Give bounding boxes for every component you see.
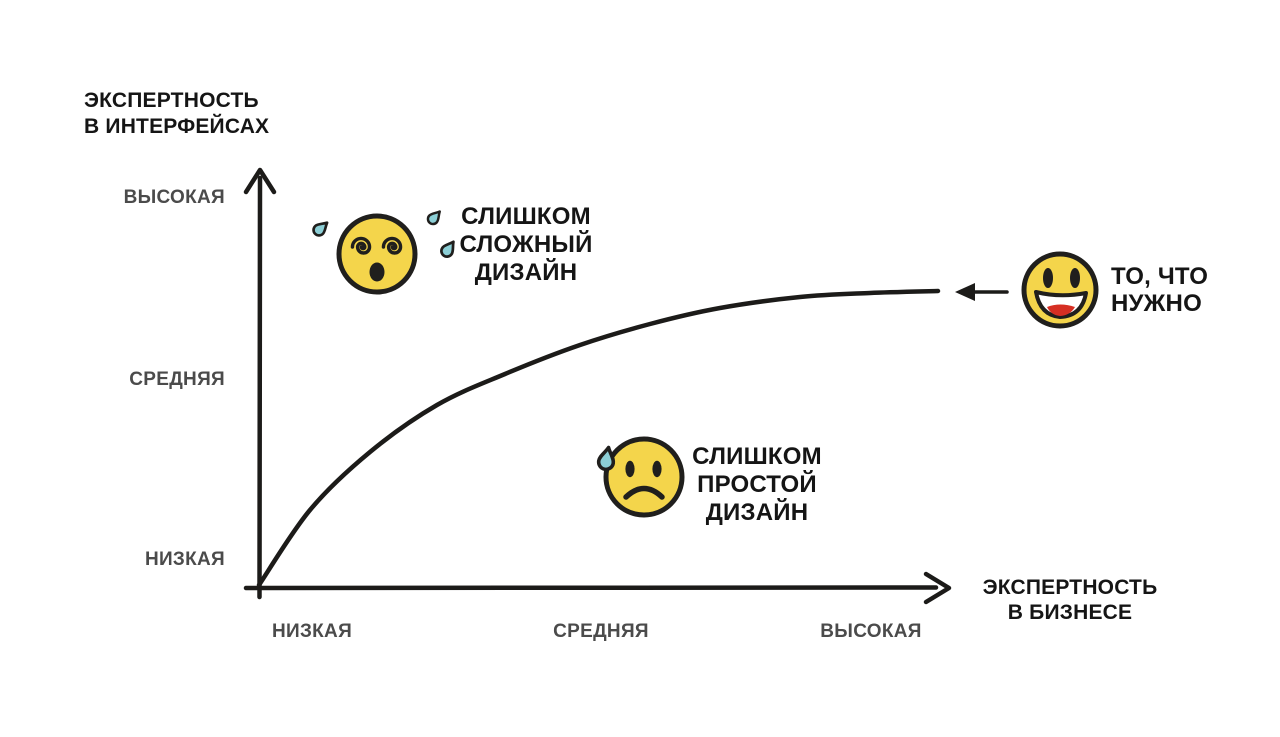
annotation-line: ДИЗАЙН	[474, 259, 578, 286]
y-tick-high: ВЫСОКАЯ	[123, 187, 225, 208]
annotation-line: НУЖНО	[1111, 290, 1202, 317]
spiral-eye	[381, 236, 403, 255]
expertise-curve	[256, 288, 941, 588]
open-smile-mouth	[1034, 290, 1088, 319]
tongue	[1047, 304, 1075, 316]
sweat-drop-icon	[440, 240, 455, 258]
sweat-drop-icon	[426, 210, 441, 226]
laughing-face-emoji	[1021, 251, 1099, 329]
annotation-just-right: ТО, ЧТО НУЖНО	[1111, 263, 1261, 317]
frown-mouth	[623, 485, 665, 500]
sweat-drop-icon	[596, 445, 616, 472]
y-tick-low: НИЗКАЯ	[144, 549, 225, 570]
x-axis-arrowhead	[923, 571, 952, 605]
open-mouth	[369, 262, 385, 282]
annotation-line: ДИЗАЙН	[705, 499, 809, 526]
annotation-line: ПРОСТОЙ	[697, 471, 817, 498]
x-tick-high: ВЫСОКАЯ	[820, 621, 922, 642]
y-axis-title: ЭКСПЕРТНОСТЬ В ИНТЕРФЕЙСАХ	[84, 88, 269, 140]
x-tick-low: НИЗКАЯ	[271, 621, 353, 642]
y-axis-title-line: В ИНТЕРФЕЙСАХ	[84, 115, 270, 138]
y-tick-medium: СРЕДНЯЯ	[129, 369, 225, 390]
pointer-arrow	[955, 283, 1009, 301]
x-axis-title-line: В БИЗНЕСЕ	[1007, 601, 1133, 624]
annotation-line: СЛИШКОМ	[692, 443, 822, 470]
eye	[1070, 268, 1080, 288]
y-axis-arrowhead	[243, 167, 277, 195]
x-axis-title: ЭКСПЕРТНОСТЬ В БИЗНЕСЕ	[960, 575, 1180, 625]
annotation-line: СЛИШКОМ	[461, 203, 591, 230]
x-tick-medium: СРЕДНЯЯ	[553, 621, 649, 642]
annotation-line: ТО, ЧТО	[1111, 263, 1209, 290]
eye	[1043, 268, 1053, 288]
eye	[652, 460, 662, 478]
annotation-too-complex: СЛИШКОМ СЛОЖНЫЙ ДИЗАЙН	[416, 203, 636, 287]
annotation-line: СЛОЖНЫЙ	[459, 231, 593, 258]
y-axis-title-line: ЭКСПЕРТНОСТЬ	[84, 89, 259, 112]
x-axis-title-line: ЭКСПЕРТНОСТЬ	[982, 576, 1158, 599]
eye	[625, 460, 635, 478]
sweat-drop-icon	[312, 221, 329, 237]
dizzy-face-emoji	[312, 210, 455, 295]
sad-sweat-face-emoji	[596, 436, 685, 518]
x-axis	[243, 571, 952, 605]
y-axis	[243, 167, 277, 600]
annotation-too-simple: СЛИШКОМ ПРОСТОЙ ДИЗАЙН	[647, 443, 867, 527]
spiral-eye	[350, 236, 372, 255]
